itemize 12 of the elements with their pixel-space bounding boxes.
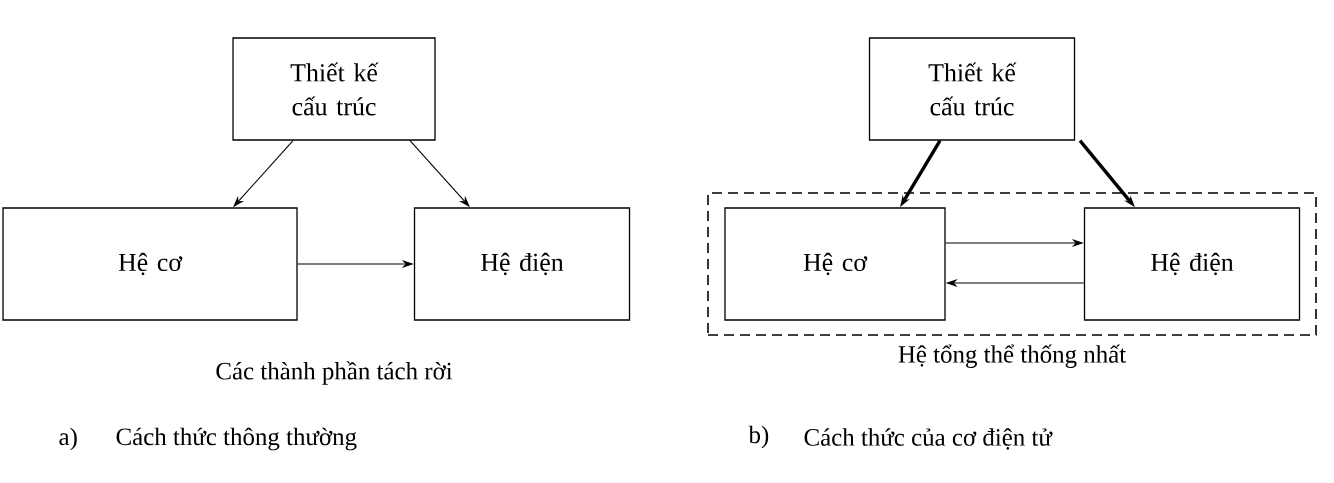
process-box: Hệ điện (1083, 207, 1301, 321)
group-caption: Hệ tổng thể thống nhất (898, 344, 1126, 368)
panel-letter: a) (59, 427, 77, 451)
panel-letter: b) (748, 425, 769, 449)
process-box: Hệ cơ (2, 207, 298, 321)
panel-caption: Cách thức thông thường (116, 427, 357, 451)
process-box: Thiết kế cấu trúc (232, 37, 436, 141)
panel-caption: Cách thức của cơ điện tử (804, 428, 1053, 450)
process-box: Hệ cơ (724, 207, 946, 321)
process-box: Hệ điện (413, 207, 631, 321)
caption: Các thành phần tách rời (216, 361, 453, 385)
process-box: Thiết kế cấu trúc (868, 37, 1076, 141)
